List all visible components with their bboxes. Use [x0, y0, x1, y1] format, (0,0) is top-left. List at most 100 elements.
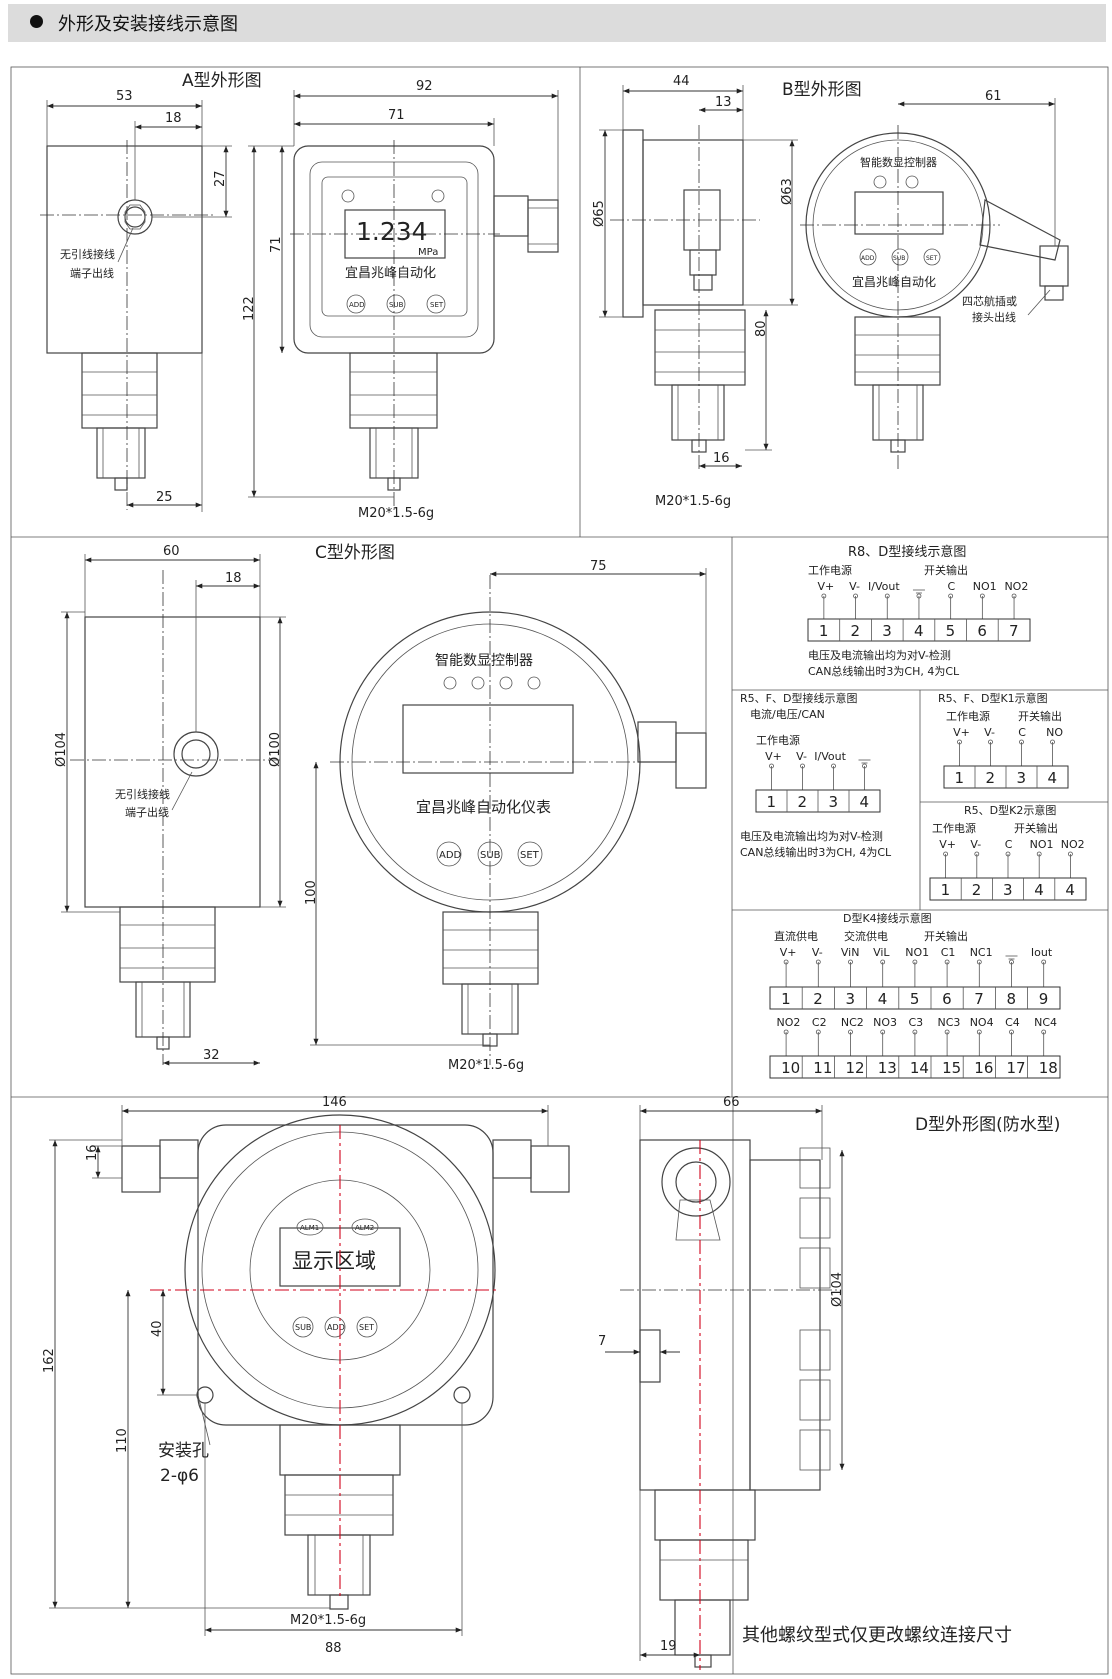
k4-row1-terminal-number: 7 — [974, 990, 984, 1008]
k4-row2-pin-dot — [815, 1029, 821, 1035]
r8-pin-label: NO2 — [1004, 580, 1028, 593]
r5-power-label: 工作电源 — [756, 733, 800, 747]
a-dim-71-left: 71 — [269, 236, 284, 253]
k1-terminal-number: 2 — [986, 769, 996, 787]
k4-row1-pin-dot — [976, 959, 982, 965]
c-btn-set: SET — [520, 850, 540, 861]
k4-row1-terminal-number: 5 — [910, 990, 920, 1008]
r8-pin-label: C — [947, 580, 955, 593]
k4-switch-label: 开关输出 — [924, 929, 968, 943]
r8-pin-label: I/Vout — [868, 580, 900, 593]
k2-terminal-number: 4 — [1065, 881, 1075, 899]
c-dim-32: 32 — [203, 1048, 220, 1063]
r8-pin-dot — [948, 593, 954, 599]
k2-pin-dot — [1036, 851, 1042, 857]
k4-row1-pin-label: Iout — [1031, 946, 1053, 959]
d-btn-sub: SUB — [295, 1323, 311, 1332]
k4-row2-terminal-number: 11 — [813, 1059, 832, 1077]
b-dim-80: 80 — [754, 320, 769, 337]
d-display-area: 显示区域 — [292, 1249, 376, 1273]
k2-title: R5、D型K2示意图 — [964, 803, 1056, 817]
section-title: 外形及安装接线示意图 — [58, 14, 238, 35]
d-dim-162: 162 — [42, 1348, 57, 1373]
a-dim-53: 53 — [116, 89, 133, 104]
k2-pin-label: C — [1005, 838, 1013, 851]
k4-row2-terminal-number: 10 — [781, 1059, 800, 1077]
k4-row2-pin-dot — [880, 1029, 886, 1035]
k4-row1-pin-dot — [912, 959, 918, 965]
b-dim-16: 16 — [713, 451, 730, 466]
panel-c: C型外形图 无引线接线 端子出线 60 18 Ø104 Ø100 32 — [54, 543, 707, 1073]
r8-pin-label: NO1 — [973, 580, 997, 593]
a-display-unit: MPa — [418, 247, 438, 258]
k4-ac-label: 交流供电 — [844, 929, 888, 943]
r5-title: R5、F、D型接线示意图 — [740, 691, 857, 705]
a-thread: M20*1.5-6g — [358, 506, 434, 521]
r8-pin-label: V- — [849, 580, 860, 593]
k4-row1-pin-label: NC1 — [970, 946, 993, 959]
k4-row1-terminal-number: 1 — [781, 990, 791, 1008]
c-thread: M20*1.5-6g — [448, 1058, 524, 1073]
panel-d: 显示区域 ALM1 ALM2 SUB ADD SET 146 16 162 — [42, 1095, 1060, 1670]
k1-power-label: 工作电源 — [946, 709, 990, 723]
k4-title: D型K4接线示意图 — [843, 911, 932, 925]
k2-terminal-number: 3 — [1003, 881, 1013, 899]
panel-frame — [10, 66, 1109, 1675]
c-dim-100: Ø100 — [268, 732, 283, 767]
d-hole-spec: 2-φ6 — [160, 1466, 199, 1486]
r8-pin-dot — [821, 593, 827, 599]
a-dim-71-top: 71 — [388, 108, 405, 123]
k1-pin-dot — [988, 739, 993, 745]
r8-terminal-number: 4 — [914, 622, 924, 640]
r8-switch-label: 开关输出 — [924, 563, 968, 577]
k2-pin-dot — [974, 851, 980, 857]
k4-row1-terminal-number: 8 — [1007, 990, 1017, 1008]
k4-row2-pin-label: NC2 — [841, 1016, 864, 1029]
b-dim-63: Ø63 — [780, 178, 795, 205]
k1-switch-label: 开关输出 — [1018, 709, 1062, 723]
a-btn-set: SET — [430, 301, 444, 309]
d-dim-19: 19 — [660, 1639, 677, 1654]
b-dim-65: Ø65 — [592, 200, 607, 227]
k2-terminal-number: 2 — [972, 881, 982, 899]
d-btn-set: SET — [359, 1323, 374, 1332]
k1-terminal-number: 1 — [955, 769, 965, 787]
k1-pin-label: C — [1018, 726, 1026, 739]
k4-row2-pin-label: NO3 — [873, 1016, 897, 1029]
k1-pin-label: NO — [1046, 726, 1063, 739]
b-btn-sub: SUB — [893, 255, 905, 262]
r5-terminal-number: 2 — [798, 793, 808, 811]
a-dim-25: 25 — [156, 490, 173, 505]
c-side-body — [84, 616, 261, 908]
r8-note2: CAN总线输出时3为CH, 4为CL — [808, 664, 960, 678]
k4-row2-pin-label: NO4 — [970, 1016, 994, 1029]
bullet-icon — [30, 15, 43, 28]
r8-terminal-number: 2 — [851, 622, 861, 640]
k4-row2-terminal-number: 15 — [942, 1059, 961, 1077]
r5-subtitle: 电流/电压/CAN — [750, 707, 825, 721]
k4-row2-pin-dot — [912, 1029, 918, 1035]
k4-row1-pin-label: ViN — [841, 946, 860, 959]
r8-pin-dot — [979, 593, 985, 599]
b-brand: 宜昌兆峰自动化 — [852, 274, 936, 289]
c-dim-75: 75 — [590, 559, 607, 574]
d-hole-label: 安装孔 — [158, 1441, 209, 1461]
k2-pin-label: NO1 — [1030, 838, 1054, 851]
c-btn-add: ADD — [439, 850, 462, 861]
k4-row1-pin-dot — [815, 959, 821, 965]
r5-pin-dot — [862, 763, 867, 769]
c-lcd — [402, 704, 574, 774]
d-dim-110: 110 — [115, 1428, 130, 1453]
k4-row2-pin-label: C3 — [909, 1016, 924, 1029]
r8-terminal-number: 3 — [882, 622, 892, 640]
c-dim-104: Ø104 — [54, 732, 69, 767]
c-dim-100b: 100 — [304, 880, 319, 905]
r8-note1: 电压及电流输出均为对V-检测 — [808, 648, 951, 662]
k4-dc-label: 直流供电 — [774, 929, 818, 943]
b-note1: 四芯航插或 — [962, 294, 1017, 308]
k2-terminal-number: 4 — [1034, 881, 1044, 899]
r8-terminal-number: 5 — [946, 622, 956, 640]
